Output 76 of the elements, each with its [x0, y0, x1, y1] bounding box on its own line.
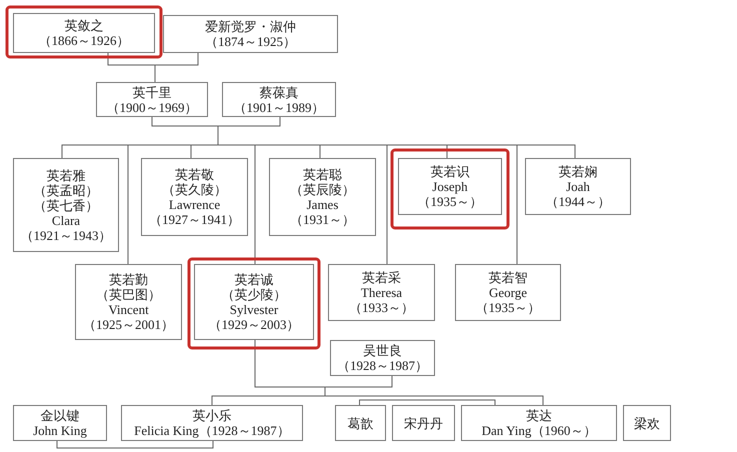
person-detail: （1931～） — [290, 212, 355, 227]
person-box — [75, 264, 182, 340]
person-name: 英若娴 — [558, 164, 598, 179]
person-name: 金以键 — [40, 408, 80, 423]
person-detail: （英七香） — [34, 198, 98, 212]
person-detail: （1929～2003） — [208, 317, 300, 332]
person-name: 英若勤 — [109, 272, 148, 287]
person-name: 英敛之 — [64, 18, 104, 33]
person-box — [194, 264, 314, 340]
person-box — [335, 405, 386, 441]
person-detail: （1927～1941） — [149, 212, 240, 227]
person-box — [96, 82, 208, 117]
person-box — [141, 158, 248, 236]
person-detail: （1921～1943） — [20, 228, 112, 242]
person-name: 葛歆 — [348, 416, 374, 430]
person-box — [623, 405, 671, 441]
person-detail: （1900～1969） — [106, 100, 198, 114]
person-detail: （1874～1925） — [205, 34, 296, 49]
person-name: 宋丹丹 — [404, 416, 443, 430]
person-name: 英千里 — [132, 84, 172, 100]
person-name: 吴世良 — [363, 343, 402, 358]
person-name: 英若智 — [488, 270, 528, 285]
person-name: 英若采 — [362, 270, 401, 285]
person-name: 英若诚 — [234, 272, 274, 287]
person-box — [222, 82, 336, 117]
person-detail: （英少陵） — [222, 287, 286, 302]
person-box — [269, 158, 376, 236]
person-name: 英小乐 — [192, 408, 232, 423]
person-box — [461, 405, 617, 441]
person-detail: （英孟昭） — [34, 182, 98, 198]
family-line — [154, 52, 198, 82]
person-box — [163, 15, 338, 53]
person-detail: （1901～1989） — [234, 100, 324, 114]
person-detail: （1935～） — [476, 300, 540, 315]
person-detail: Vincent — [108, 302, 149, 317]
person-name: 英若雅 — [46, 168, 86, 182]
person-box — [13, 158, 119, 252]
family-line — [56, 440, 214, 448]
person-detail: （1933～） — [349, 300, 414, 315]
person-box — [398, 158, 502, 215]
person-box — [330, 340, 435, 376]
person-name: 蔡葆真 — [260, 84, 298, 100]
person-box — [328, 264, 435, 321]
person-detail: （1944～） — [546, 194, 610, 209]
person-detail: （1928～1987） — [337, 358, 428, 373]
person-detail: Clara — [52, 212, 80, 228]
person-name: 梁欢 — [634, 416, 660, 430]
person-box — [121, 405, 303, 441]
person-name: 英若聪 — [303, 167, 342, 182]
person-name: 爱新觉罗・淑仲 — [205, 19, 296, 34]
person-detail: （1935～） — [418, 194, 482, 209]
person-detail: （英久陵） — [162, 182, 227, 197]
person-detail: Dan Ying（1960～） — [482, 423, 596, 438]
person-name: 英若敬 — [175, 167, 214, 182]
person-box — [13, 405, 107, 441]
person-detail: Sylvester — [230, 302, 278, 317]
person-box — [392, 405, 455, 441]
person-name: 英达 — [526, 408, 552, 423]
person-box — [455, 264, 561, 321]
person-detail: James — [306, 197, 338, 212]
person-detail: （1925～2001） — [83, 317, 174, 332]
person-detail: Joseph — [432, 179, 468, 194]
family-line — [324, 376, 544, 406]
family-line — [359, 400, 496, 406]
person-detail: Joah — [566, 179, 590, 194]
person-name: 英若识 — [430, 164, 470, 179]
person-detail: （英巴图） — [96, 287, 161, 302]
person-detail: Felicia King（1928～1987） — [134, 423, 290, 438]
person-detail: Lawrence — [168, 197, 220, 212]
person-detail: （英辰陵） — [290, 182, 355, 197]
person-detail: Theresa — [360, 285, 402, 300]
person-detail: John King — [33, 423, 87, 438]
person-box — [13, 13, 155, 53]
person-box — [525, 158, 631, 215]
person-detail: George — [488, 285, 528, 300]
person-detail: （1866～1926） — [38, 33, 130, 48]
